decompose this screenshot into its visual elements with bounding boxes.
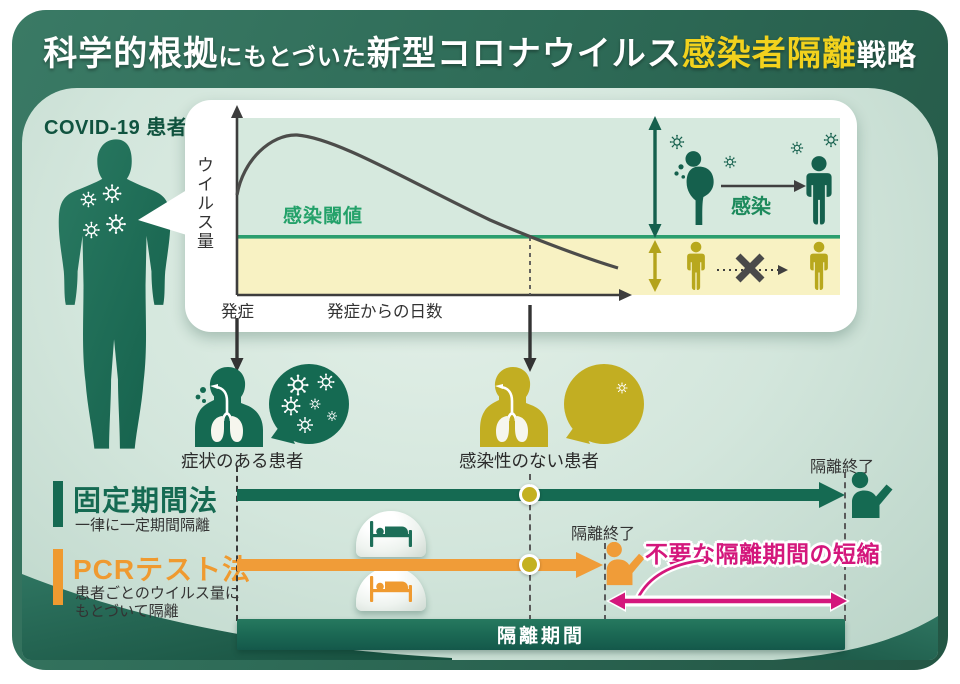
fixed-period-end-label: 隔離終了 [810,459,875,476]
down-arrow [230,318,244,372]
shortened-period-double-arrow [606,590,850,612]
virus-bubble-nearly-empty [564,364,644,444]
fixed-end-guide-line [844,472,846,621]
title-segment: 戦略 [856,40,917,72]
symptomatic-patient-icon [193,366,265,448]
infection-label: 感染 [731,196,771,218]
pcr-end-label: 隔離終了 [571,526,636,543]
infectious-range-arrow [648,116,662,238]
non-infectious-patient-icon [478,366,550,448]
corner-swoosh-right [773,616,938,660]
fixed-period-method-subtitle: 一律に一定期間隔離 [75,517,211,534]
virus-bubble [269,364,349,444]
fixed-period-arrow [237,482,845,508]
viral-load-chart [231,105,840,301]
isolation-period-bar: 隔離期間 [237,619,845,650]
onset-label: 発症 [221,303,254,321]
fixed-period-color-bar [53,481,63,527]
infection-arrow [721,180,806,192]
speech-bubble-tail [138,188,190,236]
page-title: 科学的根拠にもとづいた新型コロナウイルス感染者隔離戦略 [12,26,948,75]
infection-threshold-label: 感染閾値 [283,206,364,227]
threshold-crossing-guide-line [529,474,531,621]
non-infectious-range-arrow [648,240,662,292]
fixed-period-method-title: 固定期間法 [73,485,219,516]
pcr-test-method-title: PCRテスト法 [73,554,252,585]
infectious-zone [237,118,840,237]
viral-load-chart-panel: ウイルス量 感染閾値 発症 発症からの日数 感染 [185,100,857,332]
timeline-start-dashed-line [236,466,238,621]
x-axis-label: 発症からの日数 [327,303,443,321]
down-arrow [523,305,537,372]
title-segment: 新型コロナウイルス [366,35,682,73]
y-axis [231,105,243,295]
bed-icon [369,520,412,547]
bed-icon [369,575,412,602]
title-segment-highlight: 感染者隔離 [681,35,857,73]
pcr-test-arrow [237,552,603,578]
non-infectious-patient-label: 感染性のない患者 [459,451,599,471]
title-segment: 科学的根拠 [43,35,219,73]
symptomatic-patient-label: 症状のある患者 [181,451,304,471]
human-silhouette [58,139,171,449]
pcr-test-method-subtitle: 患者ごとのウイルス量に [75,585,240,602]
non-infectious-zone [237,237,840,295]
viral-load-curve [235,133,619,270]
threshold-line [237,235,840,239]
corner-swoosh-left [22,574,452,660]
title-segment: にもとづいた [218,44,367,71]
pcr-end-guide-line [604,543,606,621]
pcr-sample-dot [519,554,540,575]
isolation-period-label: 隔離期間 [496,626,585,647]
pcr-sample-dot [519,484,540,505]
y-axis-label: ウイルス量 [194,156,213,251]
released-person-icon [851,472,893,518]
covid-patient-label: COVID-19 患者 [44,117,188,139]
x-axis [237,289,632,301]
no-infection-x-icon [735,253,765,283]
pcr-test-color-bar [53,549,63,605]
pcr-test-method-subtitle: もとづいて隔離 [75,603,179,620]
annotation-connector-curve [634,556,705,600]
